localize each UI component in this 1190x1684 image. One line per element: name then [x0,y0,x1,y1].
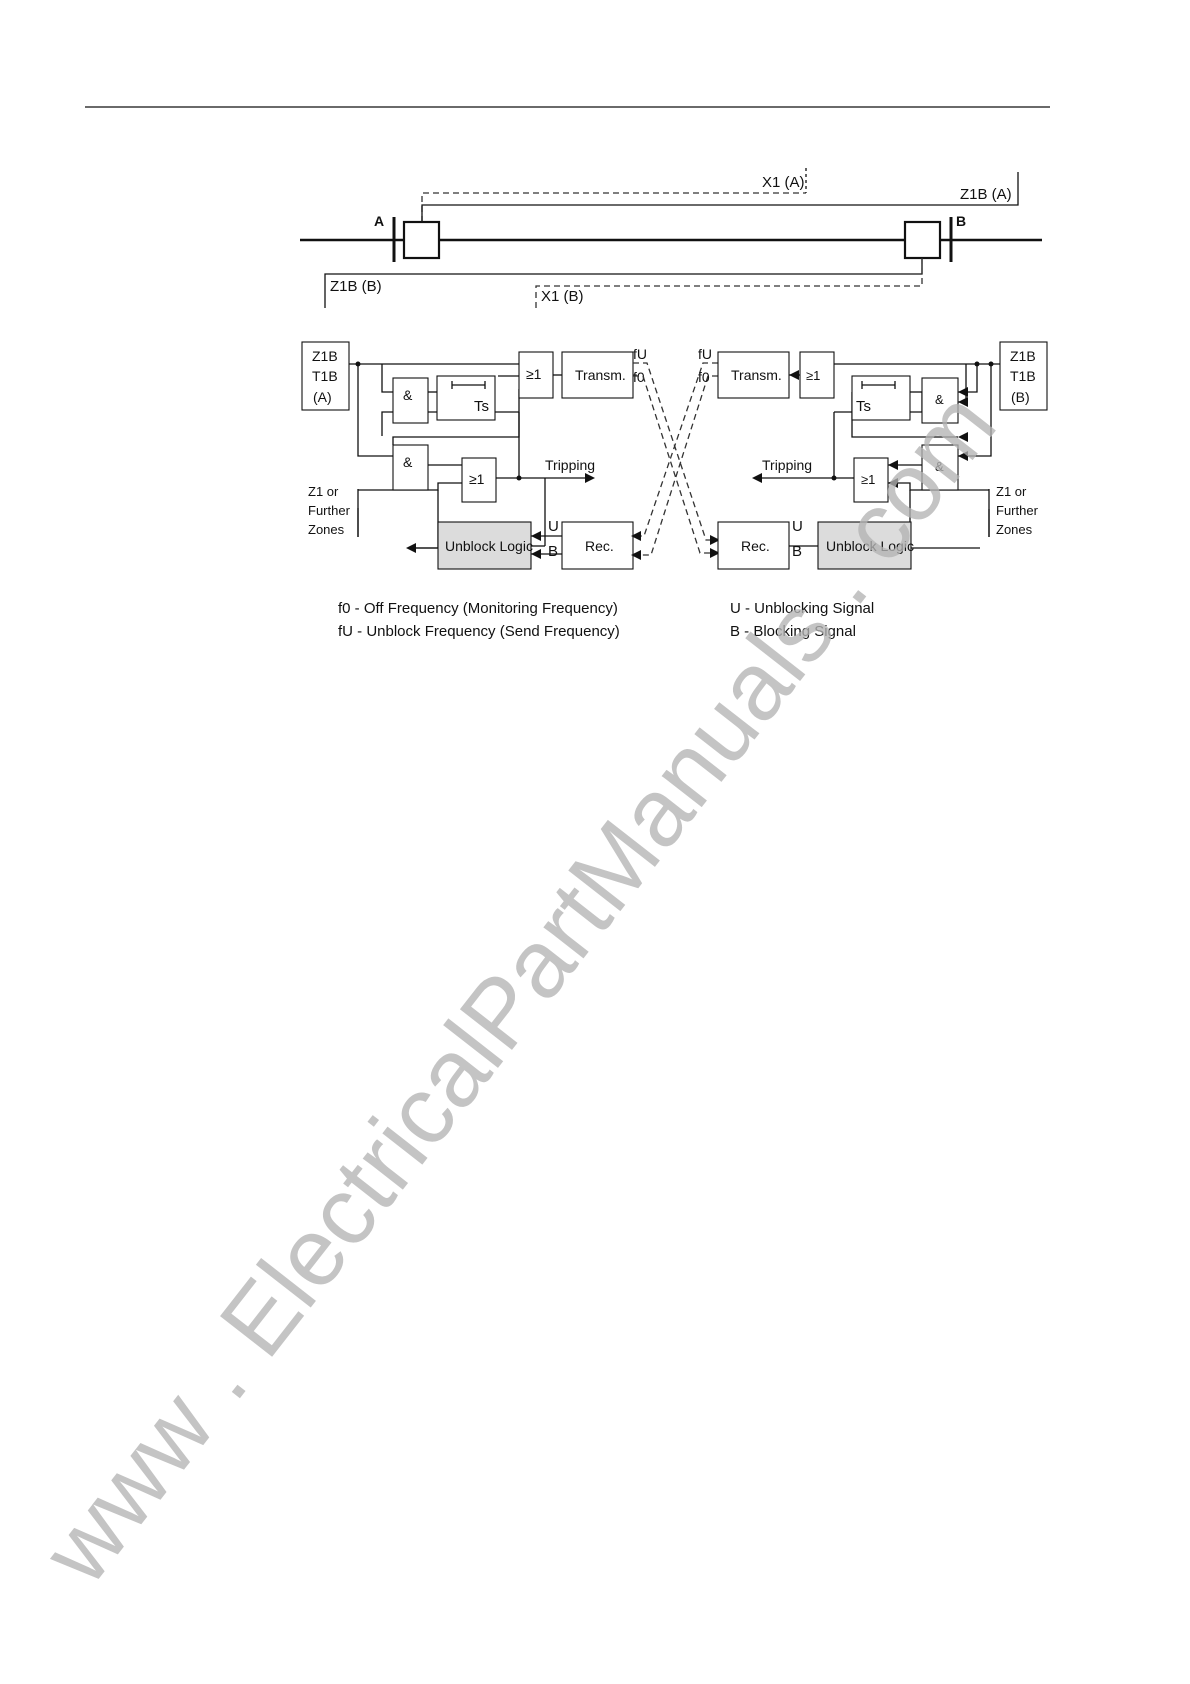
svg-text:&: & [403,387,413,403]
svg-text:Ts: Ts [856,398,871,415]
left-input-line1: Z1B [312,348,338,364]
svg-text:f0: f0 [633,369,645,385]
left-input-line2: T1B [312,368,338,384]
svg-text:Z1B: Z1B [1010,348,1036,364]
svg-text:fU: fU [633,346,647,362]
svg-text:(B): (B) [1011,389,1030,405]
right-and-gate-bottom [921,444,959,491]
svg-text:≥1: ≥1 [806,368,820,383]
right-receiver [717,521,790,570]
line-diagram: A B X1 (A) Z1B (A) Z1B (B) X1 (B) [300,168,1042,308]
svg-text:Zones: Zones [996,522,1033,537]
left-input-box [301,341,350,411]
legend-f0: f0 - Off Frequency (Monitoring Frequency… [338,600,618,617]
svg-text:B: B [792,543,802,560]
svg-text:&: & [935,392,944,407]
right-or-gate-top [799,351,835,399]
svg-text:≥1: ≥1 [469,471,485,487]
left-or-gate-top [518,351,554,399]
legend-u: U - Unblocking Signal [730,600,874,617]
left-or-gate-bottom [461,457,497,503]
svg-text:&: & [403,454,413,470]
svg-text:Further: Further [308,503,351,518]
svg-text:Further: Further [996,503,1039,518]
svg-text:≥1: ≥1 [861,472,875,487]
legend: f0 - Off Frequency (Monitoring Frequency… [338,600,874,640]
svg-text:T1B: T1B [1010,368,1036,384]
left-and-gate-bottom [392,444,429,491]
svg-text:U: U [792,518,803,535]
x1-a-label: X1 (A) [762,174,805,191]
left-and-gate-top [392,377,429,424]
breaker-a [402,220,441,260]
station-a-label: A [374,213,384,229]
svg-text:Z1 or: Z1 or [308,484,339,499]
right-transmitter [717,351,790,399]
svg-text:f0: f0 [698,369,710,385]
svg-text:Z1 or: Z1 or [996,484,1027,499]
x1-b-label: X1 (B) [541,288,584,305]
svg-text:≥1: ≥1 [526,366,542,382]
z1b-a-reach [421,172,1019,222]
right-logic: Z1B T1B (B) fU f0 Transm. ≥1 [698,341,1048,570]
svg-text:Rec.: Rec. [585,538,614,554]
station-b-label: B [956,213,966,229]
z1b-b-reach [324,258,923,308]
x1-b-reach [535,258,923,308]
svg-text:fU: fU [698,346,712,362]
z1b-b-label: Z1B (B) [330,278,382,295]
svg-text:Unblock Logic: Unblock Logic [826,538,914,554]
svg-text:Rec.: Rec. [741,538,770,554]
left-tripping-label: Tripping [545,457,595,473]
svg-text:Ts: Ts [474,398,489,415]
svg-text:B: B [548,543,558,560]
left-receiver [561,521,634,570]
left-logic: Z1B T1B (A) & Ts ≥1 Transm. [301,341,647,570]
svg-text:Transm.: Transm. [575,367,626,383]
right-tripping-label: Tripping [762,457,812,473]
right-input-box [999,341,1048,411]
left-unblock-logic [437,521,532,570]
svg-text:U: U [548,518,559,535]
channel-crossover [631,362,720,560]
x1-a-reach [421,192,806,222]
legend-b: B - Blocking Signal [730,623,856,640]
legend-fu: fU - Unblock Frequency (Send Frequency) [338,623,620,640]
svg-text:Zones: Zones [308,522,345,537]
right-or-gate-bottom [853,457,889,503]
svg-text:Transm.: Transm. [731,367,782,383]
breaker-b [903,220,942,260]
z1b-a-label: Z1B (A) [960,186,1012,203]
left-transmitter [561,351,634,399]
right-and-gate-top [921,377,959,424]
right-unblock-logic [817,521,912,570]
svg-text:&: & [935,459,944,474]
left-input-line3: (A) [313,389,332,405]
svg-text:Unblock Logic: Unblock Logic [445,538,533,554]
